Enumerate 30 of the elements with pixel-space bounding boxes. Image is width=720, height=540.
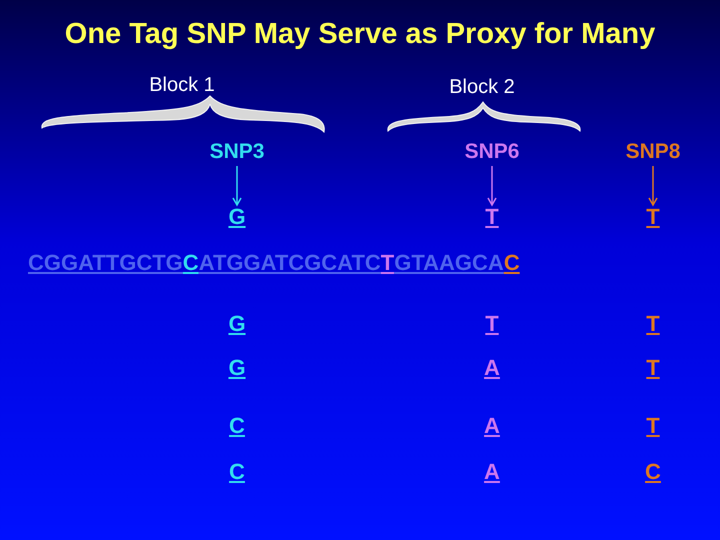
allele-letter: T [646,355,660,381]
dna-sequence: CGGATTGCTG [28,250,183,275]
allele-letter: T [380,250,394,275]
allele-letter: T [646,413,660,439]
block-label: Block 2 [449,76,515,99]
dna-sequence: ATGGATCGCATC [198,250,381,275]
snp-name: SNP3 [210,140,264,164]
snp-name: SNP8 [626,140,680,164]
allele-letter: T [646,204,660,230]
allele-letter: A [484,413,500,439]
allele-letter: A [484,355,500,381]
allele-letter: C [645,459,661,485]
arrow [648,166,658,206]
snp-name: SNP6 [464,140,520,164]
allele-letter: T [646,311,660,337]
allele-letter: T [485,204,499,230]
allele-letter: T [485,311,499,337]
allele-letter: C [504,250,520,275]
allele-letter: A [484,459,500,485]
block-label: Block 1 [149,74,215,97]
allele-letter: G [228,311,246,337]
allele-letter: G [228,204,246,230]
allele-letter: C [229,413,245,439]
arrow [487,166,497,206]
allele-letter: G [228,355,246,381]
dna-sequence: GTAAGCA [394,250,504,275]
allele-letter: C [182,250,199,275]
arrow [232,166,242,206]
allele-letter: C [229,459,245,485]
slide-title: One Tag SNP May Serve as Proxy for Many [64,18,656,51]
